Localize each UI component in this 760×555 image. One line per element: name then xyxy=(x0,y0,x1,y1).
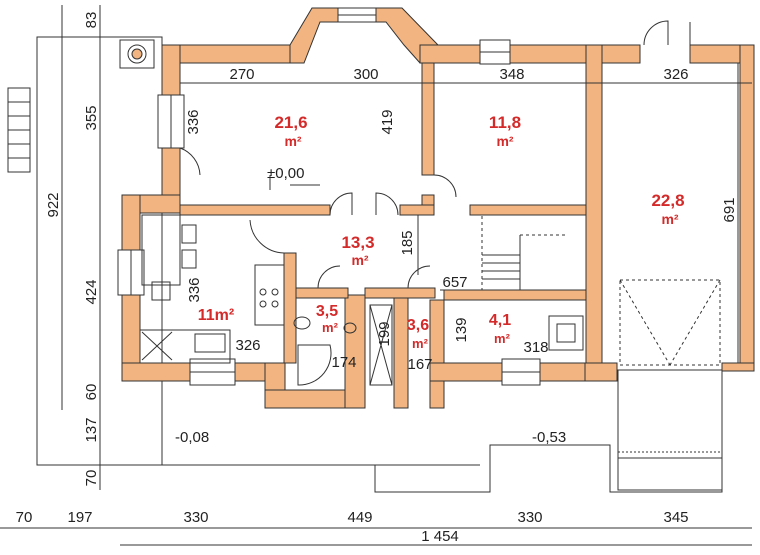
stairs xyxy=(481,214,587,291)
room-unit-garage: m² xyxy=(661,211,678,227)
dim-boiler-w: 318 xyxy=(523,339,548,356)
dim-living-v: 419 xyxy=(379,109,396,134)
dim-left-7: 70 xyxy=(83,470,100,487)
room-area-bath: 3,5 xyxy=(316,303,338,320)
dim-wc-h: 199 xyxy=(376,321,393,346)
dim-garage-h: 691 xyxy=(721,197,738,222)
room-unit-hall: m² xyxy=(351,252,368,268)
bathroom-fittings xyxy=(293,304,584,386)
internal-dimensions: 336 419 185 657 336 326 174 199 167 139 … xyxy=(185,109,738,373)
dim-left-2: 355 xyxy=(83,105,100,130)
room-area-room2: 11,8 xyxy=(489,113,521,132)
room-area-garage: 22,8 xyxy=(651,191,684,210)
room-unit-wc: m² xyxy=(412,336,429,351)
room-unit-living: m² xyxy=(284,133,301,149)
level-terrace: -0,08 xyxy=(175,429,209,446)
left-dimensions: 83 355 922 424 60 137 70 xyxy=(45,12,100,487)
dim-left-5: 60 xyxy=(83,384,100,401)
dim-kitchen-w: 326 xyxy=(235,337,260,354)
dim-hall-w: 657 xyxy=(442,274,467,291)
dim-bottom-3: 330 xyxy=(183,509,208,526)
dim-top-2: 300 xyxy=(353,66,378,83)
bottom-dimensions: 70 197 330 449 330 345 1 454 xyxy=(16,509,689,545)
room-area-kitchen: 11m² xyxy=(198,307,234,324)
dim-bottom-5: 330 xyxy=(517,509,542,526)
dim-left-3: 922 xyxy=(45,192,62,217)
top-dimensions: 270 300 348 326 xyxy=(229,66,688,83)
level-marks: ±0,00 -0,08 -0,53 xyxy=(175,165,566,446)
room-area-living: 21,6 xyxy=(274,113,307,132)
dim-left-1: 83 xyxy=(83,12,100,29)
dim-left-4: 424 xyxy=(83,279,100,304)
dim-total: 1 454 xyxy=(421,528,459,545)
room-unit-bath: m² xyxy=(322,320,339,335)
room-unit-boiler: m² xyxy=(494,331,511,346)
dim-wc-w: 167 xyxy=(407,356,432,373)
dim-top-4: 326 xyxy=(663,66,688,83)
dim-left-6: 137 xyxy=(83,417,100,442)
dim-bottom-2: 197 xyxy=(67,509,92,526)
kitchen-fittings xyxy=(139,214,285,364)
doors xyxy=(179,20,691,289)
dim-kitchen-h: 336 xyxy=(186,277,203,302)
dim-living-h: 336 xyxy=(185,109,202,134)
garage-doors xyxy=(619,279,721,366)
dim-bottom-6: 345 xyxy=(663,509,688,526)
walls xyxy=(121,7,755,409)
room-labels: 21,6 m² 11,8 m² 22,8 m² 13,3 m² 11m² 3,5… xyxy=(198,113,685,351)
room-area-boiler: 4,1 xyxy=(489,312,511,329)
dim-bottom-1: 70 xyxy=(16,509,33,526)
dim-hall-v: 185 xyxy=(399,230,416,255)
level-entrance: -0,53 xyxy=(532,429,566,446)
dimension-lines xyxy=(0,5,752,546)
dim-top-1: 270 xyxy=(229,66,254,83)
room-area-hall: 13,3 xyxy=(341,233,374,252)
dim-bottom-4: 449 xyxy=(347,509,372,526)
dim-boiler-h: 139 xyxy=(453,317,470,342)
room-unit-room2: m² xyxy=(496,133,513,149)
room-area-wc: 3,6 xyxy=(407,317,429,334)
dim-top-3: 348 xyxy=(499,66,524,83)
dim-bath-w: 174 xyxy=(331,354,356,371)
level-floor: ±0,00 xyxy=(267,165,304,182)
